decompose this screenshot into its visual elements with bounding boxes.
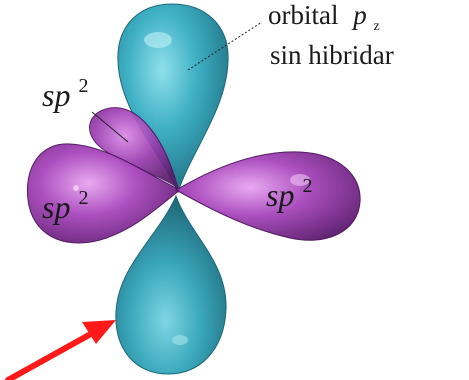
orbital-p-symbol: p <box>351 0 367 30</box>
sp2-top-exponent: 2 <box>78 75 88 97</box>
sp2-left-exponent: 2 <box>78 187 88 209</box>
orbital-word: orbital <box>268 0 338 30</box>
sp2-right-exponent: 2 <box>302 175 312 197</box>
sin-hibridar-label: sin hibridar <box>270 40 394 70</box>
sp2-left-base: sp <box>42 189 70 225</box>
sp2-label-top: sp 2 <box>42 75 88 113</box>
sp2-right-base: sp <box>266 177 294 213</box>
orbital-pz-label: orbital p z <box>268 0 380 34</box>
sp2-top-base: sp <box>42 77 70 113</box>
orbital-subscript-z: z <box>373 19 379 34</box>
red-pointer-arrow <box>8 320 116 380</box>
